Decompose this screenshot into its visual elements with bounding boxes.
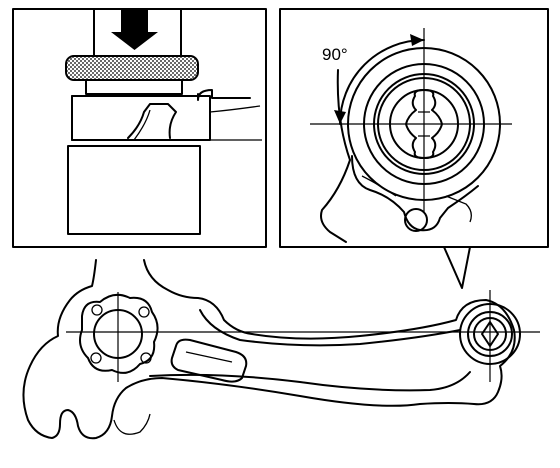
orientation-detail-frame — [279, 8, 549, 248]
rotation-arc — [339, 39, 425, 125]
press-detail-frame — [12, 8, 267, 248]
orientation-detail-panel: 90° — [279, 8, 549, 248]
bushing — [65, 55, 199, 81]
arm-extension-top — [209, 105, 261, 113]
mounting-hole — [404, 208, 428, 232]
arm-slot — [170, 338, 248, 383]
arm-lower-rib — [149, 371, 471, 392]
detail-callout-leader — [443, 246, 471, 289]
arm-web-line — [133, 109, 151, 141]
arc-arrowhead-top — [410, 34, 424, 46]
arc-arrowhead-left — [334, 110, 346, 124]
bolt-hole-1 — [91, 304, 103, 316]
press-support-block — [67, 145, 201, 235]
arm-lower-contour — [351, 155, 479, 232]
angle-label: 90° — [322, 45, 348, 64]
down-arrow-icon — [111, 10, 158, 50]
bolt-hole-2 — [138, 306, 150, 318]
arm-outer-contour — [22, 259, 516, 440]
press-side-flange — [197, 89, 251, 101]
arm-upper-edge — [199, 309, 461, 347]
bolt-hole-4 — [90, 352, 102, 364]
arm-web-contour — [127, 103, 177, 139]
press-detail-panel — [12, 8, 267, 248]
lower-arm-assembly — [22, 259, 540, 440]
bolt-hole-3 — [140, 352, 152, 364]
bushing-collar — [85, 79, 183, 95]
arm-slot-inner — [185, 351, 233, 363]
arm-lower-lip — [113, 413, 151, 435]
hub-flange — [79, 293, 159, 374]
